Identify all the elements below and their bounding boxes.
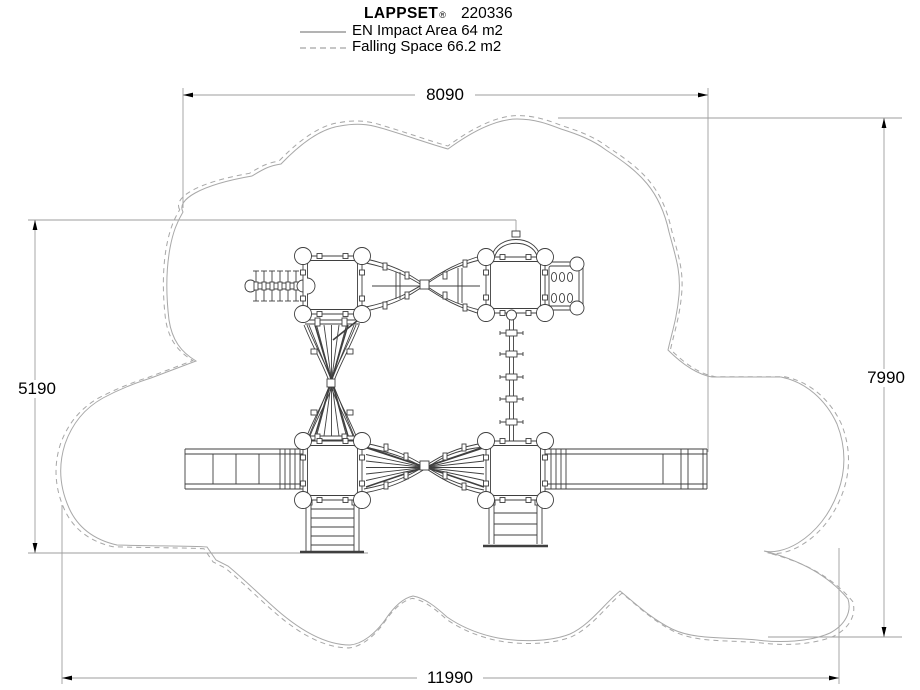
product-code: 220336 (460, 5, 513, 22)
impact-area-outline (60, 118, 850, 646)
dimension-lines (28, 88, 902, 684)
dimension-right-label: 7990 (861, 369, 911, 387)
safety-area-outlines (55, 115, 855, 649)
platform-upper-left (294, 247, 371, 323)
registered-mark: ® (439, 10, 446, 20)
climbing-pole (499, 318, 524, 441)
net-bridge-lower (363, 442, 485, 495)
net-bridge-upper (365, 254, 485, 316)
platform-lower-right (477, 432, 554, 509)
climbing-arch (491, 230, 541, 257)
legend-falling-space-line (300, 47, 346, 49)
stairs-lower-left (300, 499, 364, 554)
title-block: LAPPSET ® 220336 (364, 5, 513, 23)
dimension-bottom-label: 11990 (417, 669, 483, 687)
monkey-bars (244, 270, 310, 302)
dimension-left-label: 5190 (12, 380, 62, 398)
slide-left (184, 448, 303, 490)
climbing-panel (544, 256, 585, 316)
dimension-top-label: 8090 (415, 86, 475, 104)
slide-right (545, 448, 708, 490)
falling-space-outline (55, 115, 855, 649)
legend-falling-space-label: Falling Space 66.2 m2 (352, 38, 502, 55)
stairs-lower-right (483, 499, 548, 548)
monkey-bar-rungs (253, 270, 299, 302)
legend-impact-area-label: EN Impact Area 64 m2 (352, 22, 503, 39)
playground-structure (184, 230, 708, 554)
dimension-arrowheads (32, 92, 887, 681)
legend-impact-area-line (300, 31, 346, 33)
platform-lower-left (294, 432, 371, 509)
net-vertical (303, 316, 363, 443)
platform-upper-right (477, 248, 585, 322)
pole-clamps (499, 329, 524, 426)
brand-logo: LAPPSET (364, 5, 439, 22)
